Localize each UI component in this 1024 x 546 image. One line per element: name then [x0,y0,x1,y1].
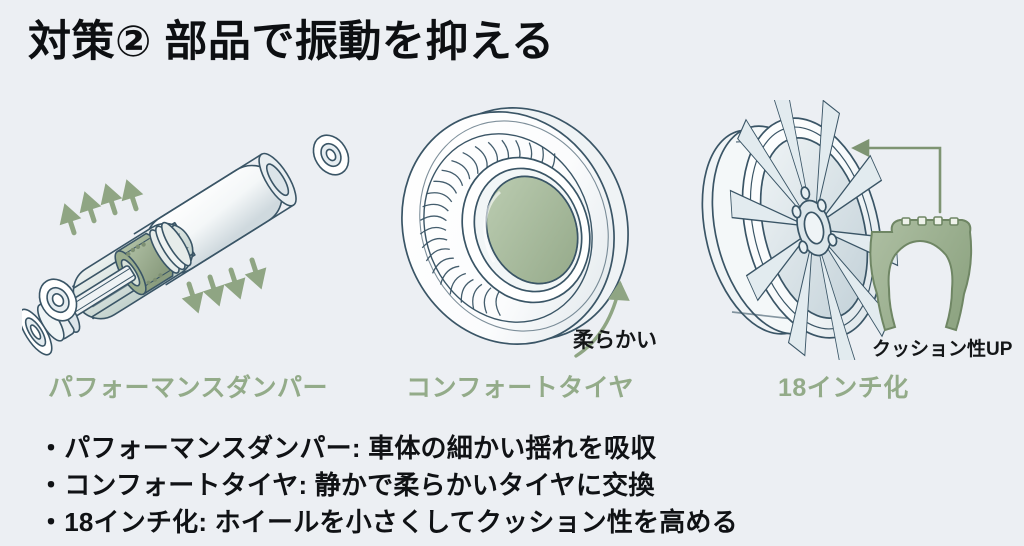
illustration-performance-damper [22,100,372,360]
list-item: ・コンフォートタイヤ: 静かで柔らかいタイヤに交換 [38,469,655,500]
list-item: ・パフォーマンスダンパー: 車体の細かい揺れを吸収 [38,433,657,463]
damper-drawing [22,134,350,356]
illustration-eighteen-inch-wheel [692,100,1022,360]
caption-performance-damper: パフォーマンスダンパー [48,374,329,402]
tire-drawing [401,107,629,345]
damper-flow-arrows-up [59,179,144,236]
annotation-soft: 柔らかい [573,329,657,352]
annotation-cushion-up: クッション性UP [872,339,1013,360]
list-item: ・18インチ化: ホイールを小さくしてクッション性を高める [38,506,738,537]
damper-lower-eye [38,278,78,322]
cushion-callout-arrow [851,138,942,214]
damper-upper-eye [312,134,350,176]
caption-comfort-tire: コンフォートタイヤ [406,374,635,402]
illustration-comfort-tire [380,100,680,360]
tire-flex-arrow [574,280,630,358]
page-title: 対策② 部品で振動を抑える [28,18,555,66]
caption-eighteen-inch: 18インチ化 [778,374,909,402]
damper-flow-arrows-down [181,257,267,314]
tire-cross-section [869,216,973,332]
bullet-list: ・パフォーマンスダンパー: 車体の細かい揺れを吸収 ・コンフォートタイヤ: 静か… [38,430,998,541]
